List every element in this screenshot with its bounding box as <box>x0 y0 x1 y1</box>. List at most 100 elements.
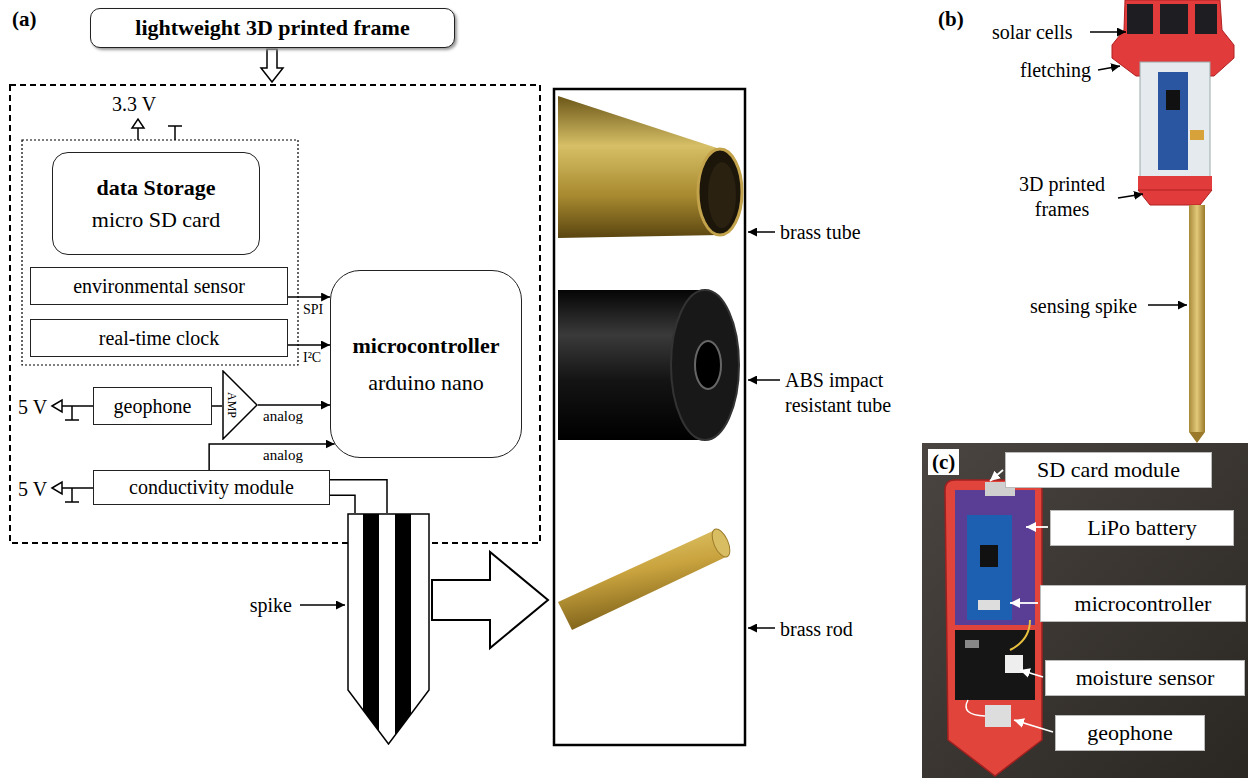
voltage-label: 5 V <box>18 477 47 502</box>
hollow-arrow <box>432 552 548 648</box>
callout-box: SD card module <box>1005 452 1212 488</box>
device-illustration <box>1138 190 1212 205</box>
callout-box: moisture sensor <box>1045 660 1245 696</box>
dashed-frame <box>10 85 540 543</box>
ground-symbol <box>168 125 182 127</box>
part-label: fletching <box>1020 58 1091 83</box>
callout-box: LiPo battery <box>1050 510 1234 546</box>
dotted-group <box>22 140 298 365</box>
device-illustration <box>1140 62 1210 178</box>
spike-probe: spike <box>347 513 430 745</box>
part-label: sensing spike <box>1030 294 1137 319</box>
hollow-arrow <box>261 49 283 82</box>
signal-label: analog <box>263 408 303 425</box>
device-photo <box>965 640 979 648</box>
device-photo <box>945 480 1042 776</box>
node-title: moisture sensor <box>1076 664 1215 692</box>
panel-label: (c) <box>928 449 959 475</box>
ground-symbol <box>65 419 79 421</box>
brass-tube-photo <box>558 96 742 238</box>
amplifier-triangle: AMP <box>222 370 258 440</box>
node-title: data Storage <box>96 174 215 202</box>
part-label: brass tube <box>780 220 861 245</box>
device-illustration <box>1189 432 1205 443</box>
ground-symbol <box>168 126 182 140</box>
part-label: brass rod <box>780 617 853 642</box>
leader-arrow <box>300 604 345 606</box>
leader-arrow <box>300 605 345 606</box>
signal-wire <box>209 444 334 470</box>
node-subtitle: micro SD card <box>92 206 220 234</box>
part-label: 3D printed frames <box>1006 172 1118 222</box>
ground-symbol <box>65 501 79 503</box>
part-label: solar cells <box>992 20 1073 45</box>
microcontroller-box: microcontrollerarduino nano <box>330 270 522 458</box>
node-title: LiPo battery <box>1087 514 1196 542</box>
device-photo <box>966 700 985 716</box>
photo-panel <box>554 89 745 745</box>
module-box: conductivity module <box>93 470 330 505</box>
device-illustration <box>1190 130 1204 140</box>
supply-symbol <box>62 405 93 407</box>
signal-wire <box>212 405 222 407</box>
device-illustration <box>1158 72 1188 170</box>
spike-stripe <box>363 513 379 745</box>
device-illustration <box>1189 205 1205 432</box>
device-illustration <box>1160 4 1188 34</box>
supply-symbol <box>52 482 62 494</box>
hollow-arrow <box>432 552 548 648</box>
node-title: microcontroller <box>352 332 499 360</box>
device-illustration <box>1166 90 1180 110</box>
spike-stripe <box>395 513 411 745</box>
panel-label: (a) <box>12 6 37 32</box>
leader-arrow <box>748 379 780 381</box>
leader-arrow <box>990 470 1003 481</box>
spike-body <box>348 514 429 744</box>
voltage-label: 3.3 V <box>112 92 156 117</box>
abs-tube-photo <box>695 341 721 389</box>
leader-arrow <box>1098 66 1120 70</box>
storage-box: data Storage micro SD card <box>52 152 260 255</box>
triangle-outline <box>223 371 257 439</box>
photo-panel <box>554 89 745 745</box>
part-label: ABS impact resistant tube <box>785 368 935 418</box>
spike-outline <box>347 513 430 745</box>
signal-wire <box>288 296 330 298</box>
sensor-box: geophone <box>93 387 212 425</box>
leader-arrow <box>1090 31 1126 33</box>
ground-symbol <box>71 406 73 420</box>
dotted-group <box>22 140 298 365</box>
callout-box: geophone <box>1055 715 1205 751</box>
device-photo <box>985 705 1011 727</box>
device-illustration <box>1112 0 1234 443</box>
supply-symbol <box>137 128 139 140</box>
node-title: lightweight 3D printed frame <box>135 14 409 42</box>
leader-arrow <box>1090 32 1187 305</box>
node-title: geophone <box>1087 719 1173 747</box>
voltage-label: 5 V <box>18 395 47 420</box>
leader-arrow <box>748 627 775 629</box>
signal-label: I²C <box>303 350 321 365</box>
signal-label: SPI <box>303 302 323 317</box>
abs-tube-photo <box>558 290 739 440</box>
signal-wire <box>258 404 330 406</box>
brass-rod-photo <box>558 526 733 630</box>
node-title: spike <box>244 593 292 618</box>
device-illustration <box>1138 176 1212 190</box>
device-photo <box>1010 620 1030 650</box>
device-photo <box>967 515 1012 620</box>
device-illustration <box>1127 4 1153 34</box>
signal-wire <box>288 344 330 346</box>
device-photo <box>980 545 998 567</box>
node-title: environmental sensor <box>73 274 245 299</box>
sensor-box: environmental sensor <box>30 267 288 305</box>
device-photo <box>922 443 1248 778</box>
dashed-frame <box>10 85 540 543</box>
brass-tube-photo <box>698 149 742 235</box>
device-photo <box>922 443 1248 778</box>
abs-tube-photo <box>671 290 739 440</box>
leader-arrow <box>748 232 780 628</box>
leader-arrow <box>1014 720 1053 732</box>
device-photo <box>978 600 1000 610</box>
